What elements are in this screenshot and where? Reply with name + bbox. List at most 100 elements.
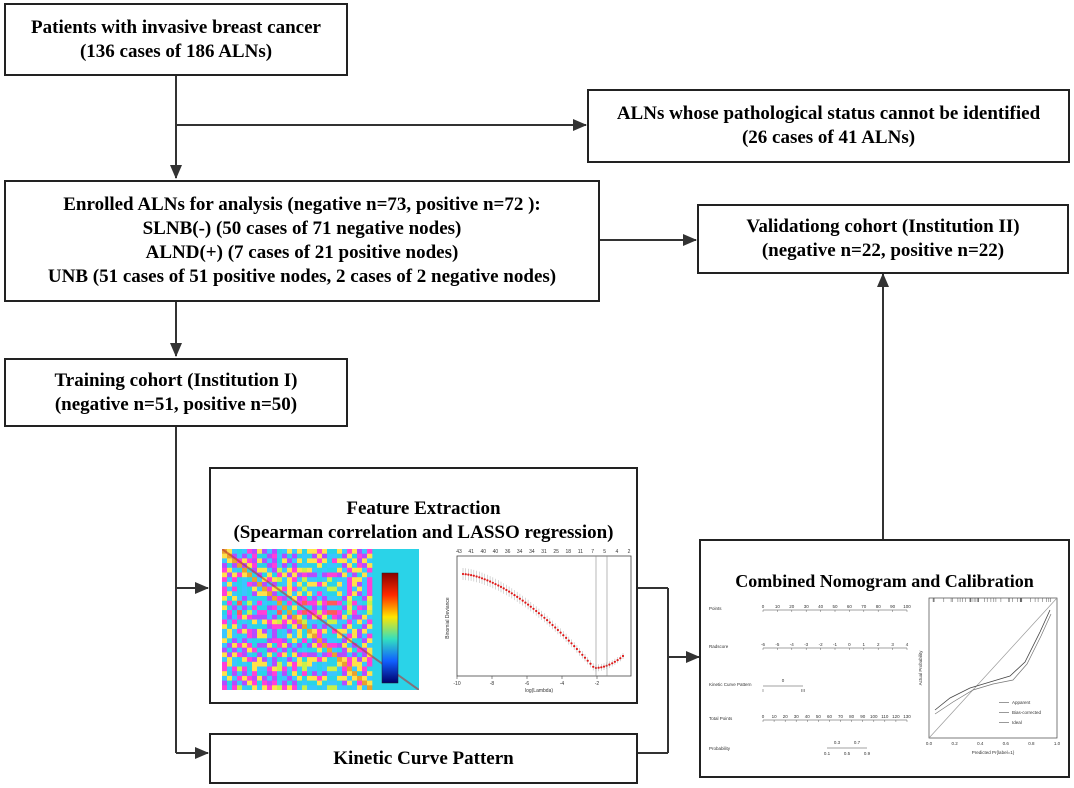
heatmap-cell [247,624,253,630]
radscore-tick: -1 [833,642,837,647]
heatmap-cell [312,680,318,686]
heatmap-cell [327,577,333,583]
heatmap-cell [247,605,253,611]
heatmap-cell [262,661,268,667]
heatmap-cell [297,591,303,597]
heatmap-cell [367,657,373,663]
heatmap-cell [237,638,243,644]
lasso-point [537,612,540,615]
heatmap-cell [367,553,373,559]
heatmap-cell [267,661,273,667]
lasso-point [524,601,527,604]
heatmap-cell [282,657,288,663]
heatmap-cell [357,586,363,592]
heatmap-cell [352,549,358,554]
heatmap-cell [287,591,293,597]
heatmap-cell [307,577,313,583]
heatmap-cell [302,666,308,672]
heatmap-cell [367,605,373,611]
heatmap-cell [327,600,333,606]
heatmap-cell [352,567,358,573]
heatmap-cell [247,666,253,672]
heatmap-cell [292,553,298,559]
calib-x-tick: 0.4 [977,741,984,746]
heatmap-cell [252,619,258,625]
heatmap-cell [252,643,258,648]
heatmap-cell [342,586,348,592]
heatmap-cell [252,563,258,569]
heatmap-cell [332,685,338,690]
enrolled-line2: SLNB(-) (50 cases of 71 negative nodes) [142,218,462,239]
heatmap-cell [292,567,298,573]
heatmap-cell [227,549,233,554]
lasso-x-tick: -8 [490,681,495,687]
lasso-point [521,599,524,602]
heatmap-cell [232,657,238,663]
heatmap-cell [252,577,258,583]
heatmap-cell [317,610,323,616]
heatmap-cell [297,600,303,606]
probability-tick: 0.5 [844,751,851,756]
heatmap-cell [347,553,353,559]
heatmap-cell [287,633,293,639]
heatmap-cell [327,558,333,564]
heatmap-cell [277,614,283,620]
heatmap-cell [292,661,298,667]
heatmap-cell [322,614,328,620]
heatmap-cell [292,643,298,648]
heatmap-cell [337,586,343,592]
heatmap-cell [282,643,288,648]
heatmap-cell [342,666,348,672]
heatmap-cell [292,671,298,677]
heatmap-cell [242,628,248,634]
heatmap-cell [297,610,303,616]
heatmap-cell [342,643,348,648]
heatmap-cell [322,661,328,667]
heatmap-cell [342,581,348,587]
lasso-point [575,647,578,651]
heatmap-cell [262,610,268,616]
lasso-point [583,656,587,659]
heatmap-cell [252,567,258,573]
heatmap-cell [317,624,323,630]
heatmap-cell [237,591,243,597]
heatmap-cell [297,577,303,583]
heatmap-cell [237,633,243,639]
heatmap-cell [277,652,283,658]
heatmap-cell [352,563,358,569]
heatmap-cell [252,661,258,667]
heatmap-cell [257,605,263,611]
lasso-top-tick: 7 [591,549,594,555]
heatmap-cell [237,563,243,569]
radscore-tick: 1 [863,642,866,647]
heatmap-cell [252,572,258,578]
heatmap-cell [347,572,353,578]
heatmap-cell [287,619,293,625]
total-tick: 110 [881,714,889,719]
heatmap-cell [257,586,263,592]
radscore-tick: 3 [891,642,894,647]
heatmap-cell [252,558,258,564]
heatmap-cell [332,572,338,578]
heatmap-cell [232,614,238,620]
heatmap-cell [317,680,323,686]
heatmap-cell [297,638,303,644]
heatmap-cell [302,652,308,658]
heatmap-cell [282,577,288,583]
heatmap-cell [332,558,338,564]
heatmap-cell [347,624,353,630]
heatmap-cell [227,614,233,620]
heatmap-cell [292,605,298,611]
heatmap-cell [362,563,368,569]
heatmap-cell [342,549,348,554]
heatmap-cell [362,577,368,583]
heatmap-cell [287,661,293,667]
heatmap-cell [277,619,283,625]
heatmap-cell [307,628,313,634]
probability-tick: 0.9 [864,751,871,756]
heatmap-cell [227,563,233,569]
heatmap-cell [292,666,298,672]
heatmap-cell [257,610,263,616]
heatmap-cell [362,549,368,554]
